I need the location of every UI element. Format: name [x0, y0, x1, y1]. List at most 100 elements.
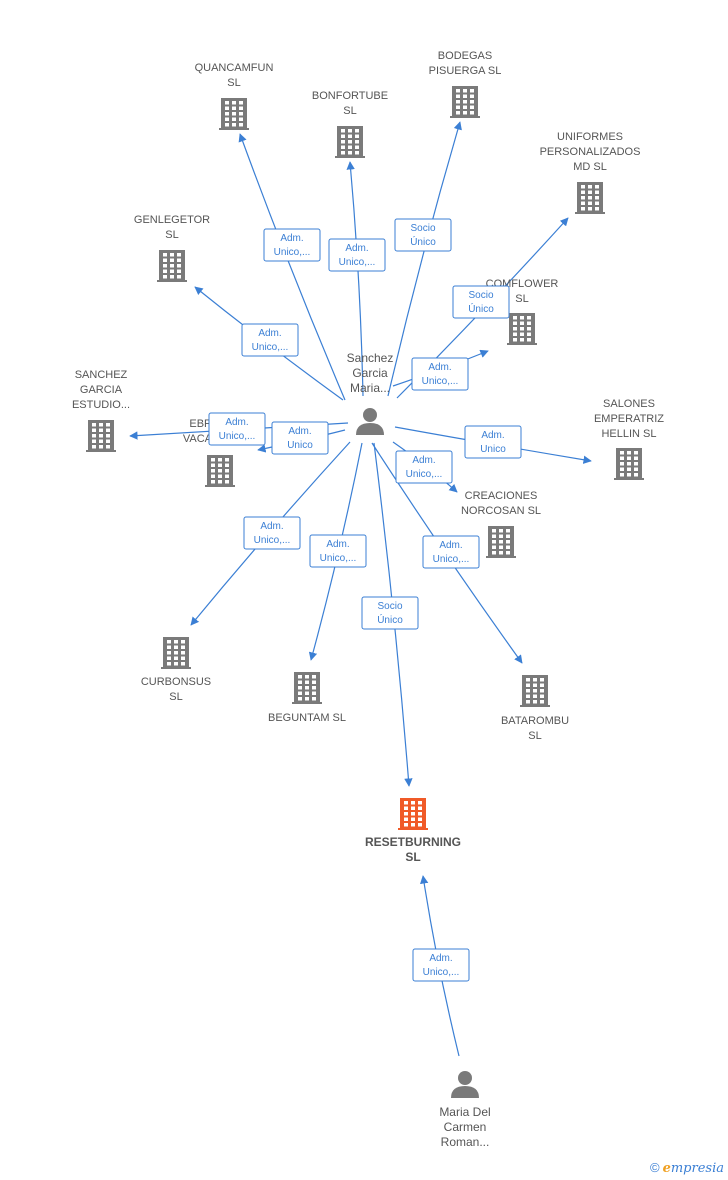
- edge-label-box: [464, 425, 522, 459]
- edge-label-box: [452, 285, 510, 319]
- edge-label-sanchez-to-curbonsus[interactable]: Adm. Unico,...: [243, 516, 301, 550]
- edge-label-text: Socio: [468, 290, 493, 301]
- node-label-line: SL: [343, 105, 356, 117]
- building-icon: [219, 98, 249, 130]
- edge-label-text: Adm.: [280, 233, 303, 244]
- edge-label-text: Unico: [287, 440, 313, 451]
- building-icon: [161, 637, 191, 669]
- edge-label-box: [411, 357, 469, 391]
- person-node-sanchez[interactable]: SanchezGarciaMaria...: [347, 351, 394, 435]
- node-label-line: CURBONSUS: [141, 676, 211, 688]
- node-label-line: SL: [165, 229, 178, 241]
- edge-label-box: [394, 218, 452, 252]
- edge-label-sanchez-to-genlegetor[interactable]: Adm.Unico,...: [241, 323, 299, 357]
- edge-label-sanchez-to-salones[interactable]: Adm.Unico: [464, 425, 522, 459]
- node-label-line: Garcia: [352, 366, 388, 380]
- node-label-line: CREACIONES: [465, 490, 538, 502]
- edge-label-maria-to-resetburning[interactable]: Adm.Unico,...: [412, 948, 470, 982]
- company-node-bonfortube[interactable]: BONFORTUBE SL: [312, 90, 388, 158]
- edge-label-box: [263, 228, 321, 262]
- edge-label-text: Unico,...: [320, 553, 357, 564]
- edge-label-text: Único: [377, 613, 403, 626]
- company-node-uniformes[interactable]: UNIFORMES PERSONALIZADOS MD SL: [540, 131, 641, 214]
- edge-label-sanchez-to-ebro[interactable]: Adm.Unico: [271, 421, 329, 455]
- node-label-line: GARCIA: [80, 384, 123, 396]
- footer-brand[interactable]: ©empresia: [650, 1160, 724, 1176]
- node-label-line: SANCHEZ: [75, 369, 128, 381]
- node-label-line: Maria...: [350, 381, 390, 395]
- company-node-batarombu[interactable]: BATAROMBU SL: [501, 675, 569, 742]
- edge-label-text: Unico,...: [422, 376, 459, 387]
- edge-label-text: Unico,...: [423, 967, 460, 978]
- person-node-maria[interactable]: Maria DelCarmenRoman...: [439, 1071, 491, 1149]
- edge-label-box: [361, 596, 419, 630]
- building-icon: [520, 675, 550, 707]
- edge-label-text: Adm.: [428, 362, 451, 373]
- edge-label-sanchez-to-creaciones[interactable]: Adm. Unico,...: [395, 450, 453, 484]
- building-icon: [575, 182, 605, 214]
- node-label-line: UNIFORMES: [557, 131, 623, 143]
- node-label-line: MD SL: [573, 161, 607, 173]
- person-icon: [451, 1071, 479, 1098]
- edge-label-text: Unico: [480, 444, 506, 455]
- edge-label-text: Unico,...: [274, 247, 311, 258]
- edge-label-sanchez-to-quancamfun[interactable]: Adm. Unico,...: [263, 228, 321, 262]
- edge-label-text: Unico,...: [339, 257, 376, 268]
- edge-label-text: Socio: [377, 601, 402, 612]
- edge-label-text: Adm.: [260, 521, 283, 532]
- node-label-line: GENLEGETOR: [134, 214, 210, 226]
- edge-label-text: Único: [410, 235, 436, 248]
- edge-label-text: Unico,...: [219, 431, 256, 442]
- node-label-line: VACA: [183, 433, 213, 445]
- building-icon: [86, 420, 116, 452]
- company-node-genlegetor[interactable]: GENLEGETOR SL: [134, 214, 210, 282]
- edge-label-box: [412, 948, 470, 982]
- edge-label-text: Unico,...: [406, 469, 443, 480]
- building-icon: [486, 526, 516, 558]
- building-icon: [292, 672, 322, 704]
- edge-label-text: Adm.: [412, 455, 435, 466]
- person-icon: [356, 408, 384, 435]
- edge-sanchez-to-quancamfun: [238, 133, 346, 401]
- node-label-line: QUANCAMFUN: [195, 62, 274, 74]
- edge-label-text: Único: [468, 302, 494, 315]
- edge-label-text: Adm.: [225, 417, 248, 428]
- building-icon: [157, 250, 187, 282]
- node-label-line: PERSONALIZADOS: [540, 146, 641, 158]
- node-label-line: HELLIN SL: [601, 428, 656, 440]
- building-icon: [205, 455, 235, 487]
- company-node-sanchez_estudio[interactable]: SANCHEZGARCIAESTUDIO...: [72, 369, 130, 452]
- node-label-line: NORCOSAN SL: [461, 505, 541, 517]
- edge-label-box: [328, 238, 386, 272]
- edge-label-text: Adm.: [439, 540, 462, 551]
- node-label-line: BONFORTUBE: [312, 90, 388, 102]
- edge-label-text: Unico,...: [254, 535, 291, 546]
- node-label-line: SL: [528, 730, 541, 742]
- edge-label-sanchez-to-beguntam[interactable]: Adm.Unico,...: [309, 534, 367, 568]
- node-label-line: EMPERATRIZ: [594, 413, 664, 425]
- company-node-creaciones[interactable]: CREACIONES NORCOSAN SL: [461, 490, 541, 558]
- edge-label-box: [241, 323, 299, 357]
- edge-label-sanchez-to-sanchez_estudio[interactable]: Adm. Unico,...: [208, 412, 266, 446]
- edge-label-sanchez-to-comflower[interactable]: Adm. Unico,...: [411, 357, 469, 391]
- edge-label-sanchez-to-batarombu[interactable]: Adm.Unico,...: [422, 535, 480, 569]
- node-label-line: Carmen: [444, 1120, 487, 1134]
- company-node-beguntam[interactable]: BEGUNTAM SL: [268, 672, 346, 724]
- node-label-line: BATAROMBU: [501, 715, 569, 727]
- node-label-line: SL: [405, 850, 420, 864]
- building-icon: [614, 448, 644, 480]
- node-label-line: Roman...: [441, 1135, 490, 1149]
- brand-logo[interactable]: empresia: [662, 1161, 724, 1176]
- edge-label-text: Socio: [410, 223, 435, 234]
- building-icon: [450, 86, 480, 118]
- edge-label-sanchez-to-bonfortube[interactable]: Adm.Unico,...: [328, 238, 386, 272]
